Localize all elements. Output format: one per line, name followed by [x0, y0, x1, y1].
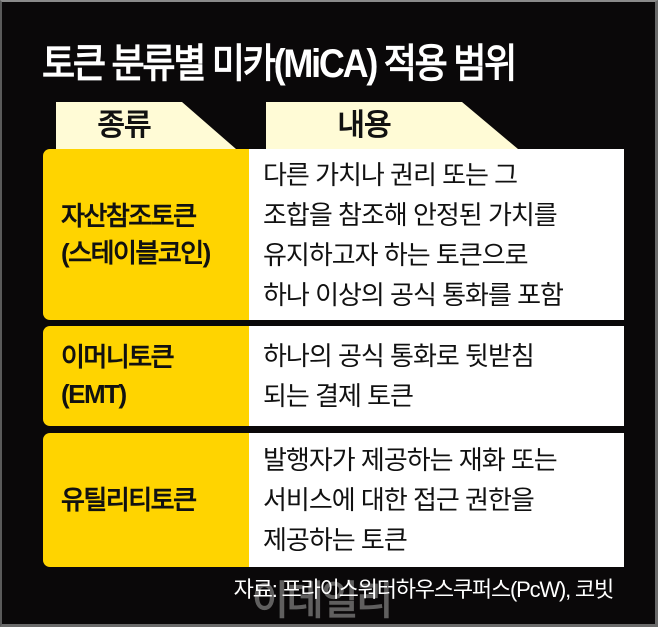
token-type-name: 유틸리티토큰 [61, 484, 197, 515]
description-line: 서비스에 대한 접근 권한을 [263, 485, 535, 515]
token-type-cell: 유틸리티토큰 [43, 433, 249, 567]
description-line: 유지하고자 하는 토큰으로 [263, 239, 529, 270]
header-tab-content: 내용 [266, 102, 518, 149]
header-content-label: 내용 [337, 109, 391, 142]
token-type-cell: 자산참조토큰 (스테이블코인) [43, 149, 249, 320]
description-line: 하나의 공식 통화로 뒷받침 [263, 341, 535, 371]
description-line: 제공하는 토큰 [263, 525, 408, 555]
description-line: 발행자가 제공하는 재화 또는 [263, 445, 558, 475]
infographic-title: 토큰 분류별 미카(MiCA) 적용 범위 [42, 42, 517, 86]
token-description-cell: 하나의 공식 통화로 뒷받침 되는 결제 토큰 [249, 326, 624, 426]
table-row-utility-token: 유틸리티토큰 발행자가 제공하는 재화 또는 서비스에 대한 접근 권한을 제공… [43, 433, 624, 567]
token-type-alias: (EMT) [61, 379, 127, 409]
description-line: 하나 이상의 공식 통화를 포함 [263, 279, 564, 310]
table-row-e-money-token: 이머니토큰 (EMT) 하나의 공식 통화로 뒷받침 되는 결제 토큰 [43, 326, 624, 426]
source-credit: 자료: 프라이스워터하우스쿠퍼스(PcW), 코빗 [233, 577, 615, 602]
token-description-cell: 다른 가치나 권리 또는 그 조합을 참조해 안정된 가치를 유지하고자 하는 … [249, 149, 624, 320]
description-line: 조합을 참조해 안정된 가치를 [263, 199, 558, 230]
token-type-name: 이머니토큰 [61, 342, 175, 372]
description-line: 되는 결제 토큰 [263, 381, 414, 411]
header-type-label: 종류 [97, 109, 151, 142]
token-type-cell: 이머니토큰 (EMT) [43, 326, 249, 426]
token-description-cell: 발행자가 제공하는 재화 또는 서비스에 대한 접근 권한을 제공하는 토큰 [249, 433, 624, 567]
description-line: 다른 가치나 권리 또는 그 [263, 159, 518, 190]
token-type-alias: (스테이블코인) [61, 237, 211, 268]
header-tab-type: 종류 [56, 102, 236, 149]
token-type-name: 자산참조토큰 [61, 200, 197, 231]
table-row-asset-referenced-token: 자산참조토큰 (스테이블코인) 다른 가치나 권리 또는 그 조합을 참조해 안… [43, 149, 624, 320]
publisher-watermark: 이데일리 [252, 579, 393, 623]
